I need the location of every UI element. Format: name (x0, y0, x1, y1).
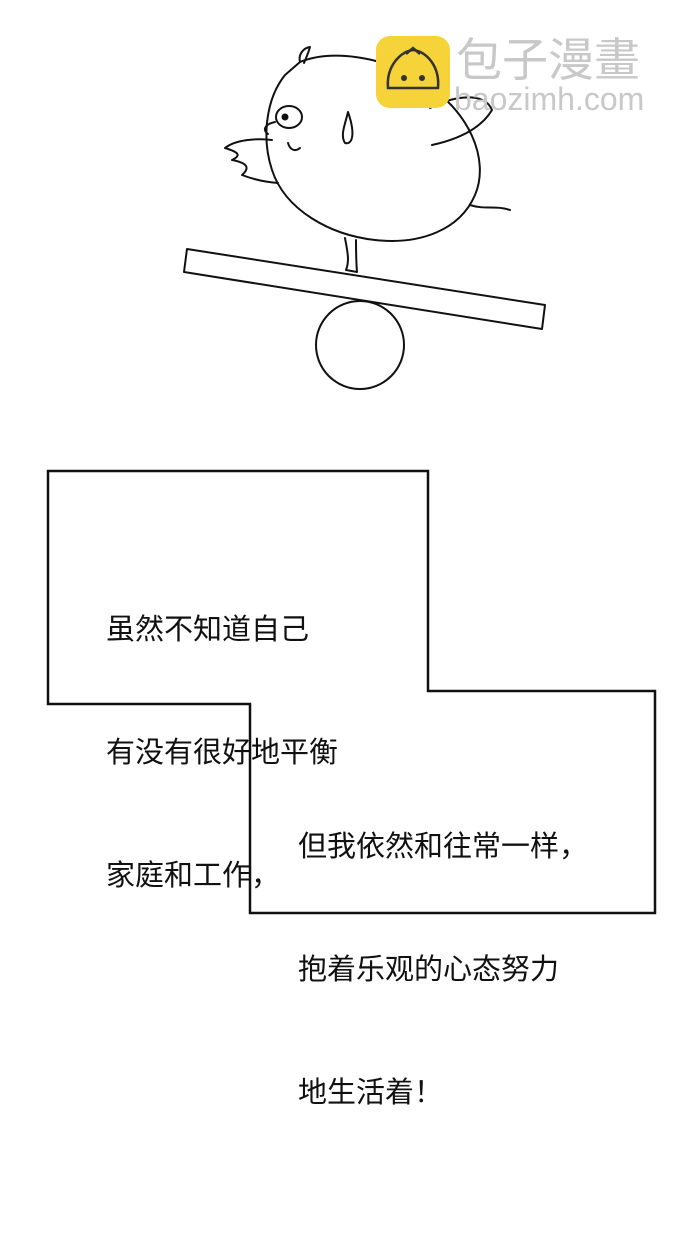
caption-line: 抱着乐观的心态努力 (298, 952, 560, 986)
caption-line: 有没有很好地平衡 (106, 735, 339, 769)
caption-line: 但我依然和往常一样， (298, 829, 589, 863)
caption-line: 虽然不知道自己 (106, 612, 310, 646)
watermark-title: 包子漫畫 (456, 33, 640, 87)
seesaw-ball (315, 300, 405, 390)
watermark-url: baozimh.com (454, 81, 645, 117)
caption-line: 家庭和工作， (106, 858, 281, 892)
caption-line: 地生活着！ (298, 1075, 444, 1109)
watermark: 包子漫畫 baozimh.com (374, 33, 674, 117)
caption-text-2: 但我依然和往常一样， 抱着乐观的心态努力 地生活着！ (298, 744, 588, 1154)
chick-eye (275, 105, 303, 129)
chick-seesaw-illustration (183, 46, 546, 390)
seesaw-plank (183, 248, 546, 330)
watermark-logo-icon (376, 36, 450, 108)
caption-text-1: 虽然不知道自己 有没有很好地平衡 家庭和工作， (106, 527, 338, 937)
